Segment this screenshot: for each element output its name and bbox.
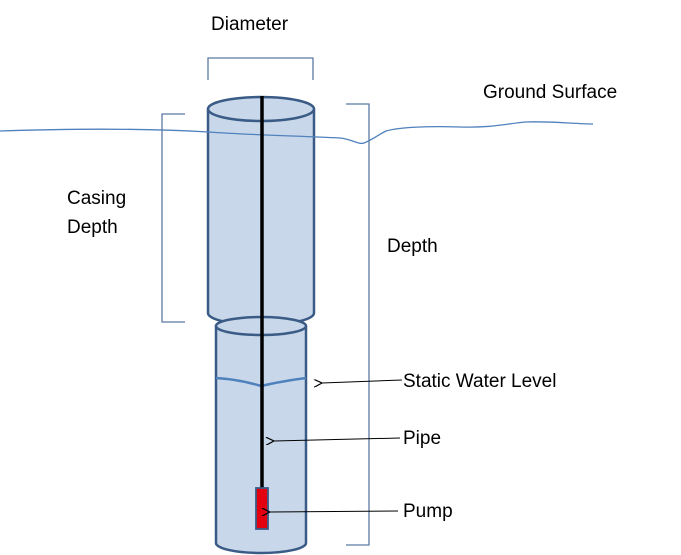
ground-surface-line bbox=[0, 121, 594, 145]
ground-surface-label: Ground Surface bbox=[483, 82, 617, 103]
static-water-level-arrow bbox=[322, 380, 403, 383]
pipe-label: Pipe bbox=[403, 428, 441, 449]
pump bbox=[255, 487, 269, 530]
depth-label: Depth bbox=[387, 236, 438, 257]
static-water-level-label: Static Water Level bbox=[403, 371, 556, 392]
diameter-label: Diameter bbox=[211, 14, 289, 35]
depth-bracket bbox=[346, 103, 370, 546]
pump-label: Pump bbox=[403, 501, 453, 522]
casing-depth-label-line2: Depth bbox=[67, 217, 118, 238]
casing-depth-bracket bbox=[161, 113, 185, 323]
casing-depth-label-line1: Casing bbox=[67, 188, 126, 209]
diameter-bracket bbox=[207, 57, 314, 80]
pump-arrow bbox=[270, 511, 399, 512]
pipe-arrow bbox=[274, 438, 401, 441]
